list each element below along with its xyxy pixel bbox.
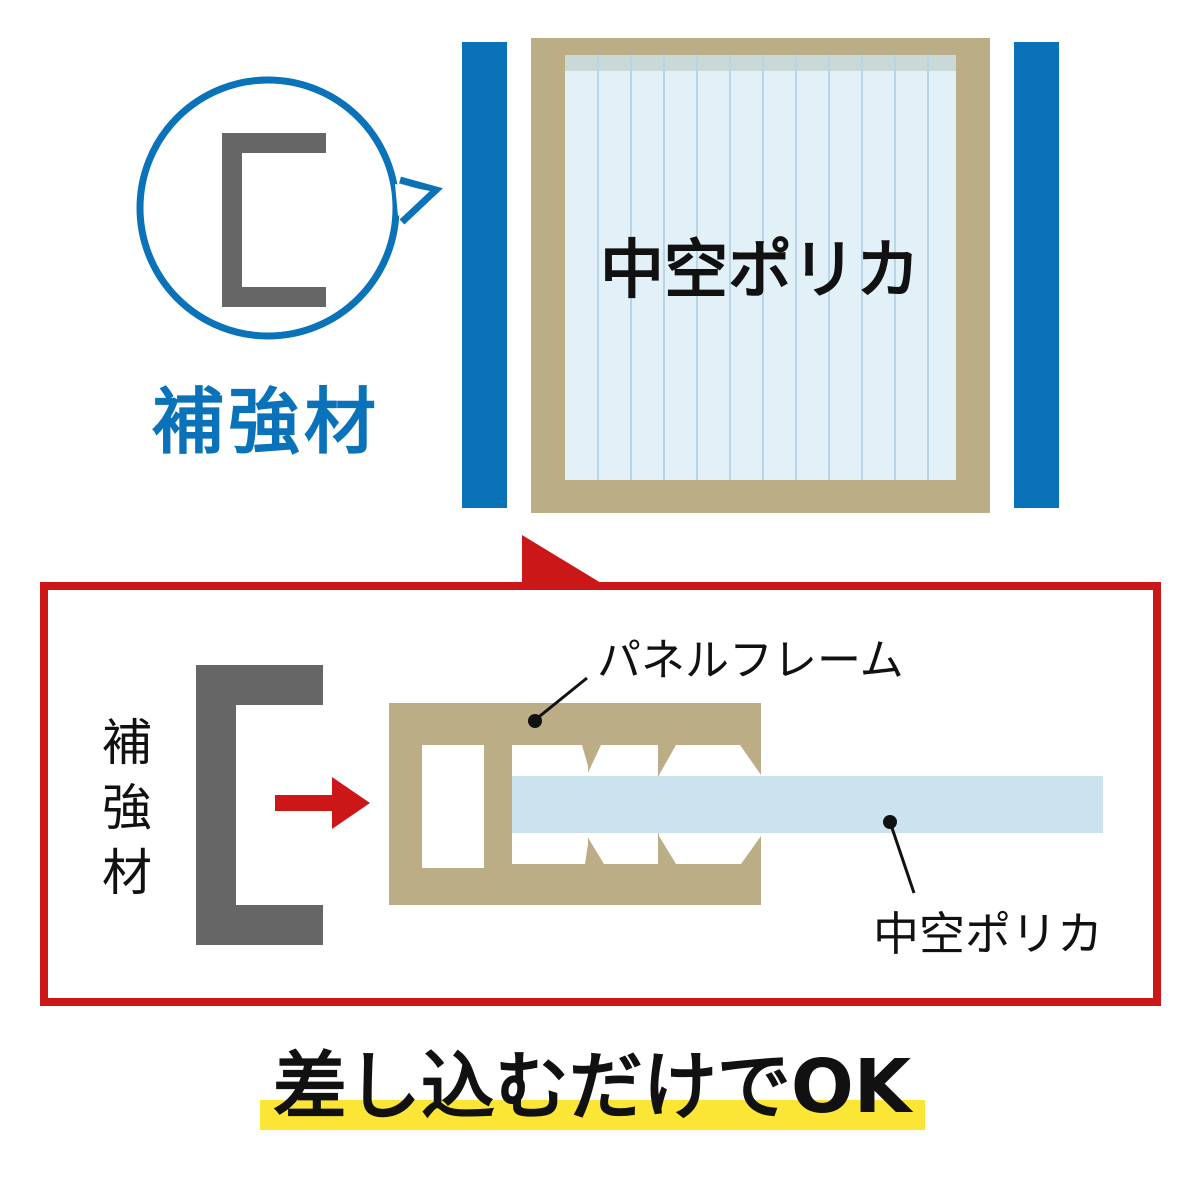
- reinforcement-char-1: 補: [102, 714, 152, 772]
- leader-dot: [883, 815, 897, 829]
- insert-arrow-icon: [275, 777, 370, 829]
- frame-cavity: [422, 745, 484, 868]
- reinforcement-label: 補強材: [152, 380, 380, 464]
- polycarb-label: 中空ポリカ: [873, 907, 1103, 961]
- panel-top-band: [565, 55, 956, 71]
- reinforcement-char-2: 強: [102, 779, 152, 837]
- panel-label: 中空ポリカ: [600, 234, 920, 308]
- left-reinforcement-bar: [462, 42, 507, 508]
- frame-label: パネルフレーム: [597, 635, 904, 686]
- top-illustration: 中空ポリカ 補強材: [136, 38, 1059, 513]
- callout-bubble: [136, 76, 443, 340]
- reinforcement-char-3: 材: [102, 844, 152, 902]
- detail-panel: 補 強 材 パネルフレーム 中空ポリカ: [40, 535, 1161, 1006]
- right-reinforcement-bar: [1014, 42, 1059, 508]
- leader-dot: [528, 714, 542, 728]
- polycarbonate-sheet: [512, 776, 1103, 833]
- pointer-notch: [522, 535, 606, 586]
- panel-flutes: [597, 55, 929, 480]
- c-channel-icon: [222, 133, 326, 307]
- caption: 差し込むだけでOK: [273, 1044, 914, 1130]
- c-channel-section: [196, 665, 323, 945]
- caption-highlight: [260, 1100, 925, 1130]
